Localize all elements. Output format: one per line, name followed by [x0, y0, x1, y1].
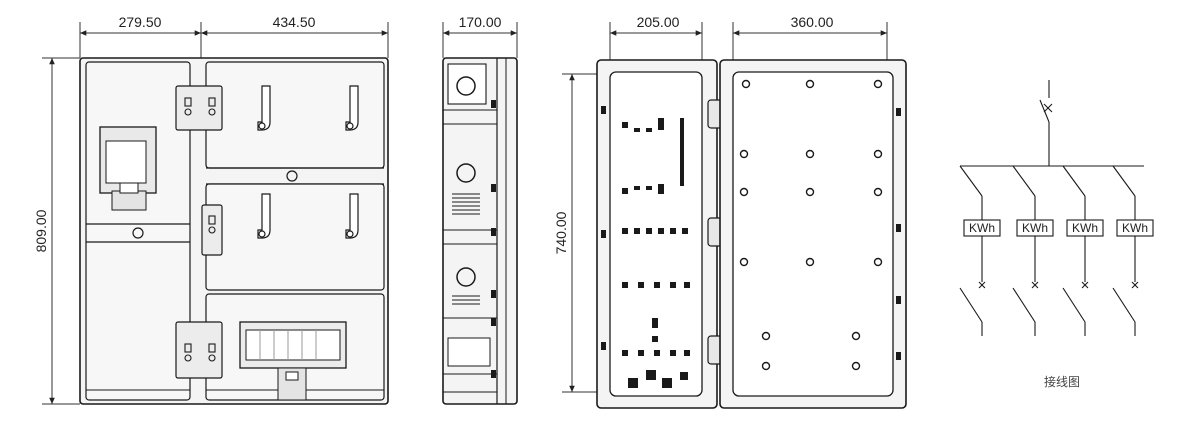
wiring-caption: 接线图	[1044, 374, 1080, 389]
front-meter-hooks	[257, 85, 359, 239]
side-vent-slots-1	[452, 193, 480, 215]
front-breaker-window	[239, 321, 347, 401]
side-knockout-icon-3	[456, 267, 476, 287]
side-view: 170.00	[442, 14, 518, 405]
kwh-meter-label: KWh	[969, 221, 995, 235]
open-left-door-inner	[609, 71, 703, 397]
open-top-dimension	[609, 22, 888, 62]
front-view: 279.50 434.50 809.00	[33, 14, 389, 405]
open-left-edge-marks	[601, 106, 606, 350]
open-left-width-label: 205.00	[637, 14, 680, 30]
wiring-branches: KWh KWh KWh KWh	[959, 165, 1154, 336]
open-right-edge-marks	[896, 108, 901, 360]
front-height-label: 809.00	[33, 209, 49, 252]
side-depth-dimension	[442, 22, 518, 58]
kwh-meter-label: KWh	[1072, 221, 1098, 235]
wiring-branch	[1062, 165, 1104, 336]
open-right-mounting-holes	[739, 79, 883, 371]
open-left-components	[622, 118, 690, 388]
wiring-diagram	[960, 80, 1144, 167]
wiring-branch	[959, 165, 1001, 336]
front-left-cover	[85, 61, 191, 401]
side-knockout-upper	[447, 63, 487, 105]
side-depth-label: 170.00	[459, 14, 502, 30]
front-right-width-label: 434.50	[273, 14, 316, 30]
side-screw-marks	[491, 100, 496, 378]
front-right-screw-icon-1	[286, 170, 298, 182]
side-vent-slots-2	[452, 295, 480, 305]
front-left-meter-window	[99, 126, 157, 211]
wiring-branch	[1112, 165, 1154, 336]
front-height-dimension	[42, 57, 80, 405]
open-view: 205.00 360.00 740.00	[553, 14, 907, 409]
side-knockout-icon-1	[456, 76, 476, 96]
front-top-dimension	[79, 22, 389, 58]
kwh-meter-label: KWh	[1022, 221, 1048, 235]
front-hinge-blocks	[175, 85, 223, 379]
side-lower-panel	[447, 337, 491, 367]
open-height-label: 740.00	[553, 211, 569, 254]
front-left-screw-icon	[132, 227, 144, 239]
front-left-width-label: 279.50	[119, 14, 162, 30]
wiring-branch	[1012, 165, 1054, 336]
front-lock-icons	[184, 97, 216, 362]
side-knockout-icon-2	[456, 163, 476, 183]
open-right-width-label: 360.00	[791, 14, 834, 30]
open-right-body-inner	[732, 71, 894, 397]
kwh-meter-label: KWh	[1122, 221, 1148, 235]
